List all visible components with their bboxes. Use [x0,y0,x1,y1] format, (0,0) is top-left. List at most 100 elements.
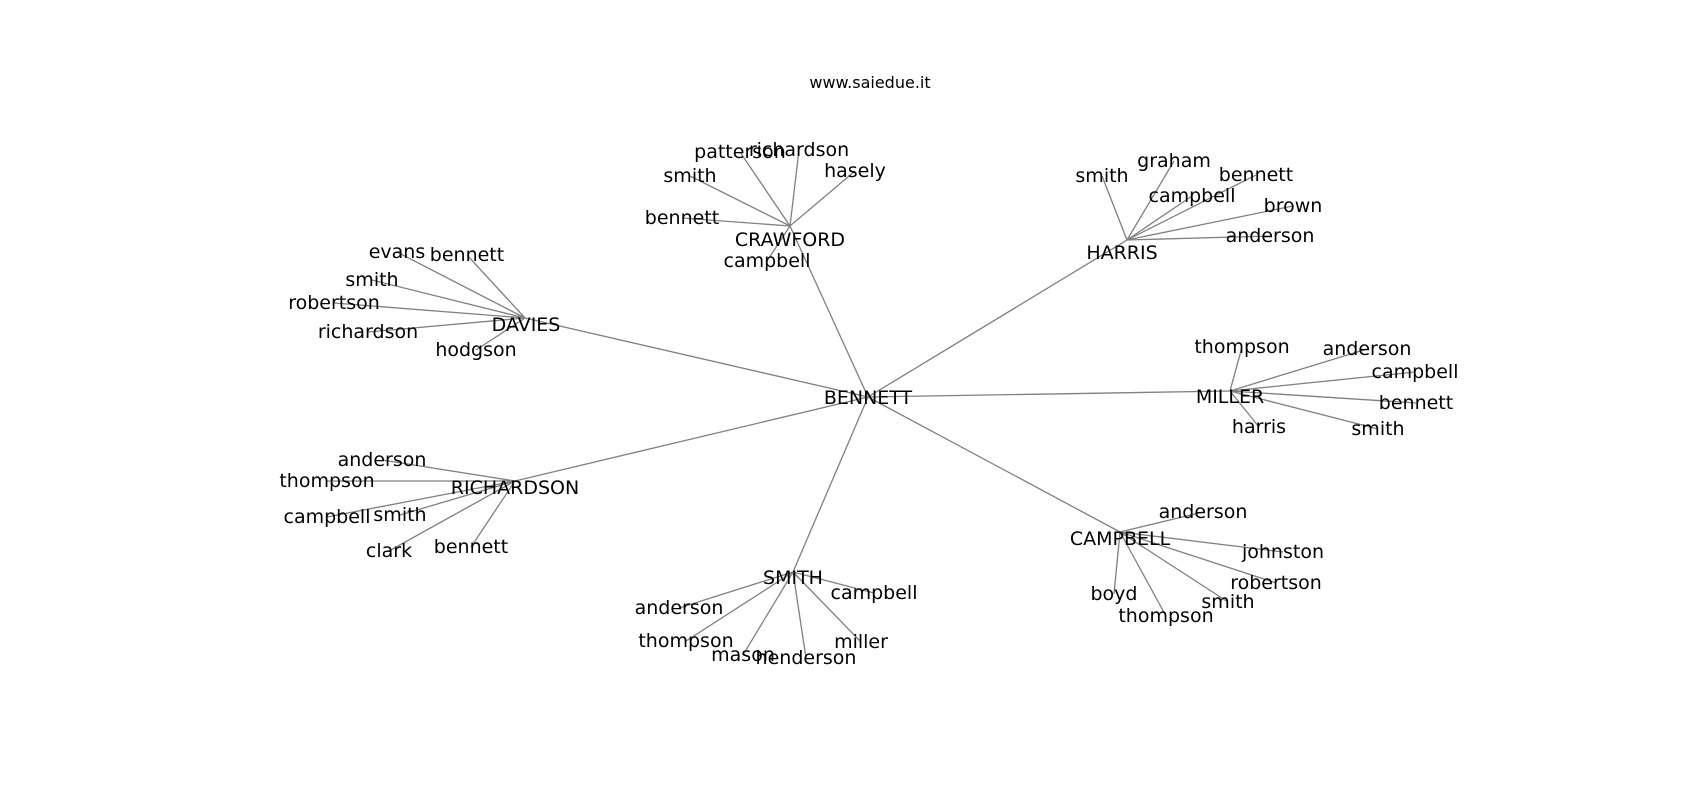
edge-smith-campbell [792,571,875,594]
edge-crawford-richardson [789,149,800,227]
leaf-node-richardson-clark: clark [366,540,412,562]
edge-miller-smith [1229,390,1379,430]
leaf-node-miller-bennett: bennett [1379,392,1453,414]
edge-smith-anderson [678,571,794,609]
edge-harris-graham [1126,160,1175,241]
leaf-node-davies-richardson: richardson [318,321,418,343]
edge-harris-bennett [1126,174,1257,241]
leaf-node-crawford-campbell: campbell [724,250,811,272]
edge-miller-campbell [1229,371,1416,392]
edge-davies-hodgson [475,317,526,351]
edge-harris-campbell [1126,195,1193,241]
edge-harris-smith [1101,175,1128,241]
leaf-node-harris-smith: smith [1075,165,1128,187]
edge-campbell-smith [1119,531,1229,603]
edge-smith-henderson [792,571,807,659]
edge-miller-thompson [1229,346,1243,392]
edge-crawford-smith [689,175,791,227]
leaf-node-harris-brown: brown [1264,195,1323,217]
leaf-node-crawford-smith: smith [663,165,716,187]
leaf-node-davies-hodgson: hodgson [435,339,516,361]
edge-smith-mason [742,571,794,656]
leaf-node-richardson-campbell: campbell [284,506,371,528]
edge-crawford-campbell [766,225,791,262]
edges-layer [326,149,1417,659]
edge-miller-bennett [1229,390,1417,404]
leaf-node-smith-anderson: anderson [635,597,724,619]
leaf-node-smith-mason: mason [711,644,775,666]
group-node-richardson: RICHARDSON [451,477,579,499]
edge-campbell-johnston [1119,531,1284,553]
leaf-node-davies-smith: smith [345,269,398,291]
edge-richardson-anderson [381,459,516,482]
leaf-node-campbell-thompson: thompson [1118,605,1213,627]
leaf-node-harris-campbell: campbell [1149,185,1236,207]
leaf-node-campbell-robertson: robertson [1230,572,1322,594]
edge-root-miller [867,390,1231,398]
edge-root-davies [524,317,869,398]
leaf-node-smith-miller: miller [834,631,888,653]
edge-richardson-campbell [326,480,516,518]
edge-davies-smith [371,279,526,319]
edge-root-smith [792,396,869,573]
edge-root-harris [867,239,1128,398]
edge-richardson-bennett [470,480,516,548]
edge-crawford-bennett [681,217,791,227]
leaf-node-davies-robertson: robertson [288,292,380,314]
edge-davies-robertson [333,302,526,319]
edge-harris-brown [1126,205,1294,241]
edge-campbell-anderson [1119,511,1204,533]
leaf-node-crawford-hasely: hasely [824,160,886,182]
root-node-label: BENNETT [824,387,913,409]
edge-root-crawford [789,225,869,398]
edge-miller-harris [1229,390,1260,428]
leaf-node-crawford-patterson: patterson [694,141,786,163]
leaf-node-smith-henderson: henderson [756,647,857,669]
leaf-node-davies-evans: evans [369,241,426,263]
leaf-node-crawford-bennett: bennett [645,207,719,229]
edge-root-richardson [514,396,869,482]
leaf-node-miller-smith: smith [1351,418,1404,440]
edge-richardson-clark [388,480,516,552]
edge-davies-richardson [367,317,526,333]
edge-harris-anderson [1126,235,1271,241]
leaf-node-campbell-smith: smith [1201,591,1254,613]
leaf-node-miller-anderson: anderson [1323,338,1412,360]
edge-root-campbell [867,396,1121,533]
edge-miller-anderson [1229,348,1368,392]
leaf-node-davies-bennett: bennett [430,244,504,266]
leaf-node-richardson-bennett: bennett [434,536,508,558]
leaf-node-crawford-richardson: richardson [749,139,849,161]
edge-davies-evans [396,251,526,319]
leaf-node-smith-thompson: thompson [638,630,733,652]
leaf-node-miller-harris: harris [1232,416,1286,438]
leaf-node-miller-thompson: thompson [1194,336,1289,358]
edge-campbell-robertson [1119,531,1277,584]
leaf-node-richardson-thompson: thompson [279,470,374,492]
edge-smith-miller [792,571,862,643]
edge-campbell-thompson [1119,531,1167,617]
edge-smith-thompson [685,571,794,642]
leaf-node-campbell-boyd: boyd [1091,583,1138,605]
edge-campbell-boyd [1113,531,1121,595]
group-node-davies: DAVIES [492,314,561,336]
leaf-node-campbell-anderson: anderson [1159,501,1248,523]
leaf-node-harris-anderson: anderson [1226,225,1315,247]
group-node-miller: MILLER [1196,386,1264,408]
leaf-node-richardson-anderson: anderson [338,449,427,471]
leaf-node-harris-bennett: bennett [1219,164,1293,186]
leaf-node-harris-graham: graham [1137,150,1211,172]
leaf-node-smith-campbell: campbell [831,582,918,604]
edge-crawford-hasely [789,170,856,227]
group-node-smith: SMITH [763,567,823,589]
labels-layer: www.saiedue.it BENNETT CRAWFORDpatterson… [279,73,1458,669]
leaf-node-miller-campbell: campbell [1372,361,1459,383]
group-node-campbell: CAMPBELL [1070,528,1171,550]
leaf-node-campbell-johnston: johnston [1241,541,1324,563]
edge-crawford-patterson [739,151,791,227]
edge-davies-bennett [466,254,526,319]
edge-richardson-smith [399,480,516,516]
site-title: www.saiedue.it [809,73,930,92]
leaf-node-richardson-smith: smith [373,504,426,526]
